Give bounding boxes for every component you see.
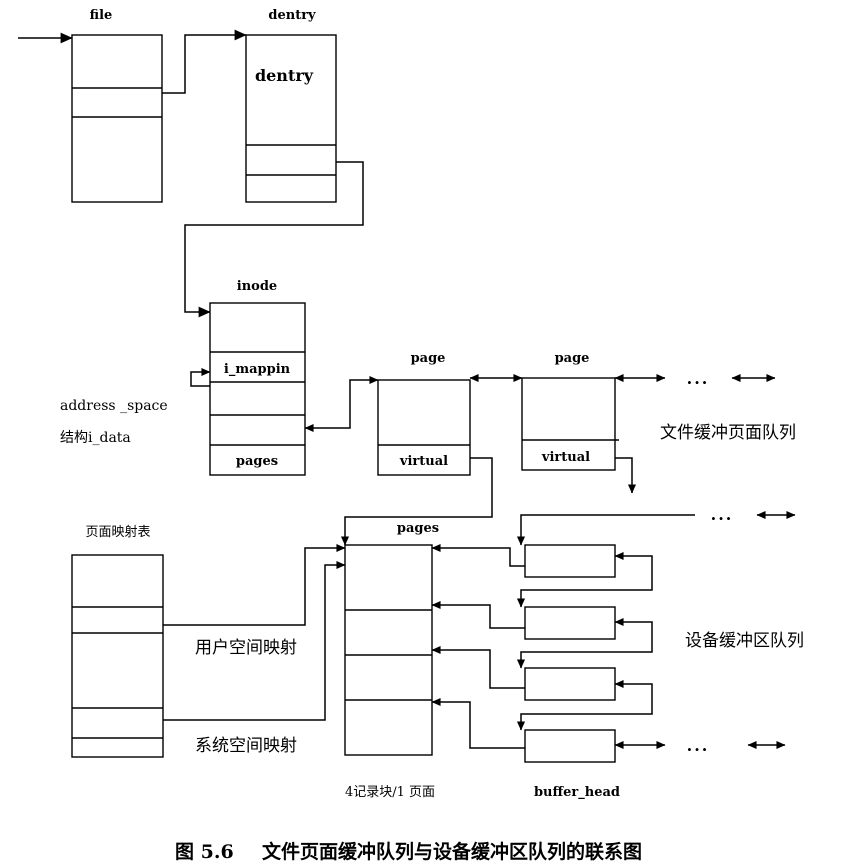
dentry-struct-box — [245, 34, 337, 203]
file-to-dentry-arrow — [162, 29, 247, 94]
system-space-mapping-arrow — [163, 560, 346, 721]
inode-struct-title: inode — [237, 279, 277, 294]
dentry-to-inode-arrow — [184, 161, 364, 318]
inode-struct: inode i_mappin pages — [209, 279, 306, 476]
page-mapping-table-box — [71, 554, 164, 758]
page-struct-1: page virtual — [377, 351, 471, 476]
inode-i-mapping-field: i_mappin — [224, 362, 291, 377]
dentry-struct: dentry dentry — [245, 8, 337, 203]
page-virtual-field: virtual — [541, 450, 590, 465]
user-space-mapping-label: 用户空间映射 — [195, 638, 297, 658]
physical-pages-block: pages 4记录块/1 页面 — [344, 521, 439, 800]
buffer-head-link-arrow — [516, 551, 653, 608]
file-struct-box — [71, 34, 163, 203]
user-space-mapping-arrow — [163, 543, 346, 626]
physical-pages-title: pages — [397, 521, 439, 536]
page-struct-box — [521, 377, 616, 471]
system-space-mapping-label: 系统空间映射 — [195, 736, 297, 756]
page-struct-2: page virtual — [521, 351, 619, 471]
inode-pages-field: pages — [236, 454, 278, 469]
buffer-queue-top-ellipsis: ... — [711, 505, 734, 524]
buffer-queue-bottom-ellipsis: ... — [687, 736, 710, 755]
figure-caption-title: 文件页面缓冲队列与设备缓冲区队列的联系图 — [262, 840, 642, 863]
page-struct-title: page — [411, 351, 446, 366]
buffer-head-label: buffer_head — [534, 785, 620, 800]
page-struct-title: page — [555, 351, 590, 366]
buffer-queue-head-arrow — [516, 514, 695, 546]
figure-caption: 图 5.6 文件页面缓冲队列与设备缓冲区队列的联系图 — [175, 840, 642, 863]
buffer-head-link-arrow — [516, 679, 653, 731]
page-queue-ellipsis: ... — [687, 369, 710, 388]
i-mapping-self-loop-arrow — [190, 367, 211, 387]
inode-page-double-arrow — [304, 375, 379, 433]
page-struct-box — [377, 379, 471, 476]
file-struct-title: file — [90, 8, 113, 23]
buffer-head-to-page-arrow — [431, 600, 525, 629]
figure-caption-number: 图 5.6 — [175, 841, 234, 863]
page-mapping-table: 页面映射表 — [71, 524, 164, 758]
dentry-struct-body-label: dentry — [255, 66, 314, 85]
page-mapping-table-title: 页面映射表 — [85, 524, 150, 540]
file-page-queue-label: 文件缓冲页面队列 — [660, 423, 796, 443]
address-space-i-data-label: 结构i_data — [60, 430, 131, 446]
buffer-head-to-page-arrow — [431, 697, 525, 749]
physical-pages-footnote: 4记录块/1 页面 — [345, 785, 435, 800]
address-space-label: address _space — [60, 398, 168, 414]
page-virtual-field: virtual — [399, 454, 448, 469]
page-virtual-down-arrow — [615, 457, 637, 494]
dentry-struct-title: dentry — [268, 8, 316, 23]
device-buffer-queue-label: 设备缓冲区队列 — [685, 631, 804, 651]
page-virtual-to-pages-arrow — [340, 457, 493, 546]
file-struct: file — [71, 8, 163, 203]
buffer-head-to-page-arrow — [431, 645, 525, 689]
buffer-head-link-arrow — [516, 617, 653, 669]
